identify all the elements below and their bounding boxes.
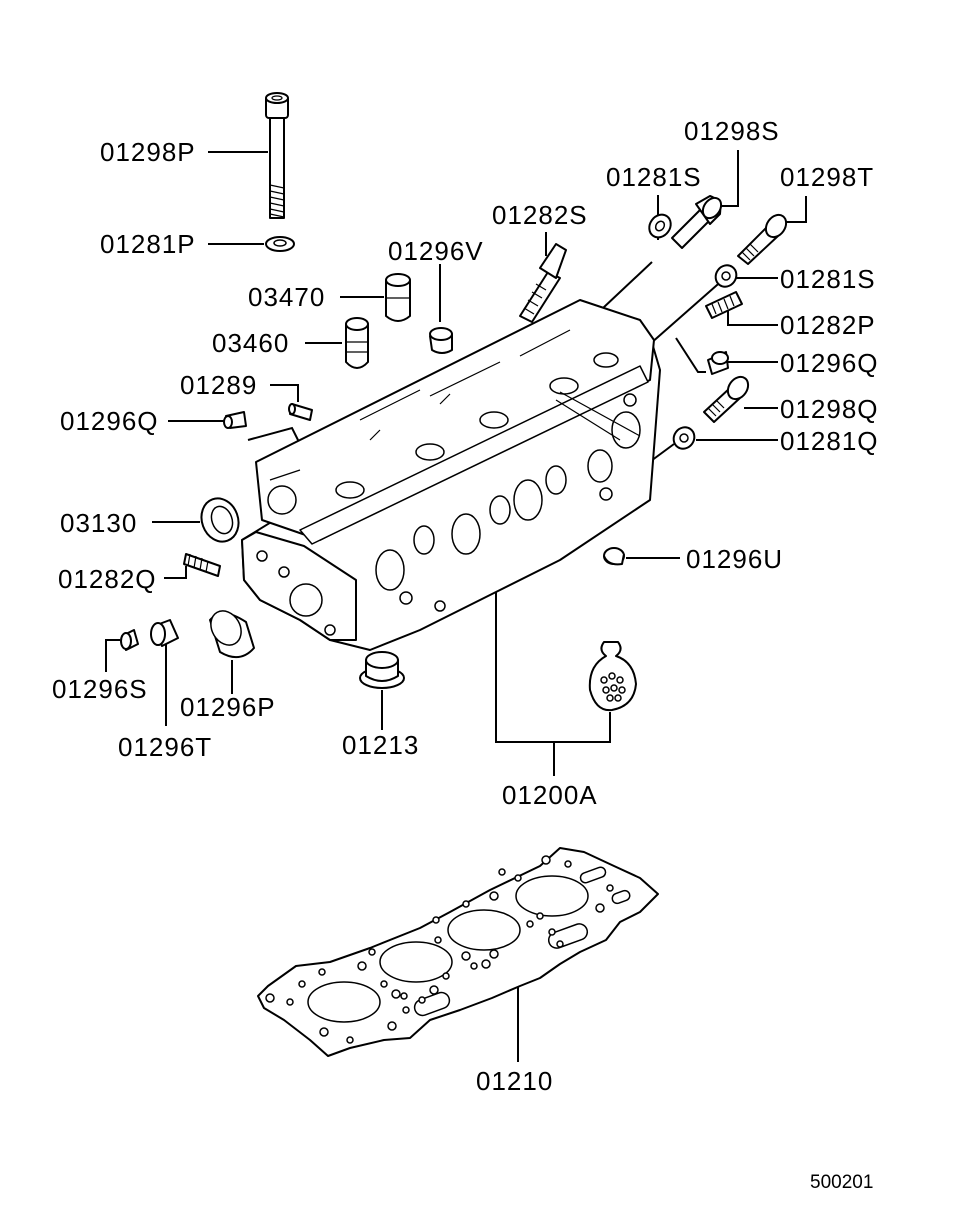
bolt-01298P [265, 92, 289, 219]
head-gasket [257, 847, 659, 1057]
plug-01296S [120, 629, 139, 651]
washer-01281S-top [648, 213, 672, 239]
lifter-03470 [385, 273, 411, 322]
label-01281P: 01281P [100, 229, 196, 259]
label-01296V: 01296V [388, 236, 484, 266]
label-01210: 01210 [476, 1066, 553, 1096]
plug-01296T [150, 619, 179, 647]
washer-01281Q [672, 426, 696, 450]
label-01298Q: 01298Q [780, 394, 879, 424]
leader-lines [105, 150, 807, 1062]
washer-01281S-right [714, 264, 738, 288]
label-03460: 03460 [212, 328, 289, 358]
pin-01289 [288, 403, 313, 421]
plug-01296P [209, 610, 255, 659]
label-01296Q-left: 01296Q [60, 406, 159, 436]
label-01281S-right: 01281S [780, 264, 876, 294]
label-01282Q: 01282Q [58, 564, 157, 594]
label-01281S-top: 01281S [606, 162, 702, 192]
label-03130: 03130 [60, 508, 137, 538]
gasket-bolt-holes [265, 855, 614, 1044]
label-01289: 01289 [180, 370, 257, 400]
diagram-code: 500201 [810, 1172, 873, 1193]
washer-01281P [265, 236, 295, 252]
cylinder-head [241, 299, 661, 651]
label-01298S: 01298S [684, 116, 780, 146]
stud-01282P [705, 291, 743, 319]
bolt-01298T [737, 213, 788, 265]
stud-01282S [519, 243, 567, 323]
stud-01282Q [183, 553, 221, 577]
plug-01296U [603, 547, 625, 566]
label-01281Q: 01281Q [780, 426, 879, 456]
seal-03130 [200, 497, 240, 543]
label-01296U: 01296U [686, 544, 783, 574]
cap-01296V [429, 327, 453, 354]
lifter-03460 [345, 317, 369, 369]
label-01296P: 01296P [180, 692, 276, 722]
bolt-01298Q [703, 375, 750, 423]
label-01298T: 01298T [780, 162, 874, 192]
label-01200A: 01200A [502, 780, 598, 810]
label-01213: 01213 [342, 730, 419, 760]
label-01296S: 01296S [52, 674, 148, 704]
gasket-kit-bag-icon [588, 641, 637, 712]
label-01282P: 01282P [780, 310, 876, 340]
plug-01296Q-left [223, 411, 247, 429]
label-03470: 03470 [248, 282, 325, 312]
part-labels: 01298P 01281P 03470 01296V 03460 01282S … [52, 116, 879, 1193]
plug-01213 [359, 651, 405, 689]
label-01296Q-right: 01296Q [780, 348, 879, 378]
bolt-01298S [671, 195, 723, 249]
label-01296T: 01296T [118, 732, 212, 762]
plug-01296Q-right [707, 351, 729, 375]
label-01298P: 01298P [100, 137, 196, 167]
valve-seats [335, 352, 641, 612]
label-01282S: 01282S [492, 200, 588, 230]
